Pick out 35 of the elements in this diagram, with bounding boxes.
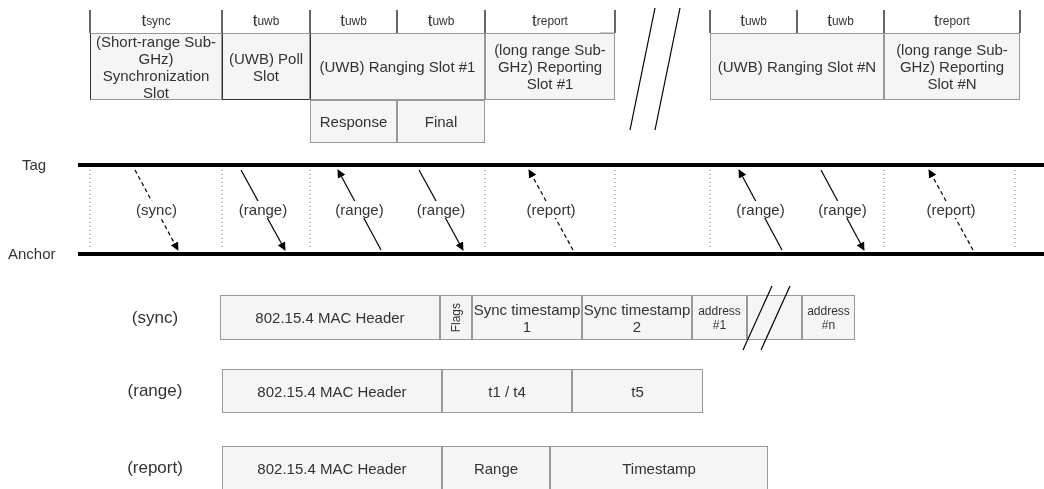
arrow bbox=[134, 169, 179, 251]
slot-box: (long range Sub-GHz) Reporting Slot #N bbox=[884, 33, 1020, 100]
packet-type-label: (sync) bbox=[130, 306, 180, 329]
packet-field: Sync timestamp 1 bbox=[472, 295, 582, 340]
arrow bbox=[928, 169, 974, 251]
packet-field: 802.15.4 MAC Header bbox=[220, 295, 440, 340]
packet-type-label: (report) bbox=[126, 457, 184, 479]
packet-field: address #1 bbox=[692, 295, 747, 340]
packet-field: Range bbox=[442, 446, 550, 489]
arrow bbox=[528, 169, 574, 251]
edge-label: (range) bbox=[816, 201, 869, 218]
edge-label: (report) bbox=[924, 201, 978, 218]
edge-label: (range) bbox=[414, 201, 468, 218]
slot-box: (long range Sub-GHz) Reporting Slot #1 bbox=[485, 33, 615, 100]
sub-slot-box: Final bbox=[397, 100, 485, 143]
edge-label: (report) bbox=[524, 201, 578, 218]
packet-type-label: (range) bbox=[126, 380, 184, 402]
packet-field: Sync timestamp 2 bbox=[582, 295, 692, 340]
packet-field: Flags bbox=[440, 295, 472, 340]
sub-slot-box: Response bbox=[310, 100, 397, 143]
packet-field: address #n bbox=[802, 295, 855, 340]
edge-label: (range) bbox=[734, 201, 787, 218]
edge-label: (range) bbox=[333, 201, 386, 218]
packet-field: 802.15.4 MAC Header bbox=[222, 446, 442, 489]
edge-label: (range) bbox=[236, 201, 290, 218]
slot-box: (Short-range Sub-GHz) Synchronization Slot bbox=[90, 33, 222, 100]
packet-field: 802.15.4 MAC Header bbox=[222, 369, 442, 413]
edge-label: (sync) bbox=[134, 201, 179, 218]
packet-field: t1 / t4 bbox=[442, 369, 572, 413]
slot-box: (UWB) Ranging Slot #N bbox=[710, 33, 884, 100]
slot-box: (UWB) Ranging Slot #1 bbox=[310, 33, 485, 100]
anchor-label: Anchor bbox=[8, 245, 56, 262]
packet-field: Timestamp bbox=[550, 446, 768, 489]
slot-box: (UWB) Poll Slot bbox=[222, 33, 310, 100]
packet-field: t5 bbox=[572, 369, 703, 413]
